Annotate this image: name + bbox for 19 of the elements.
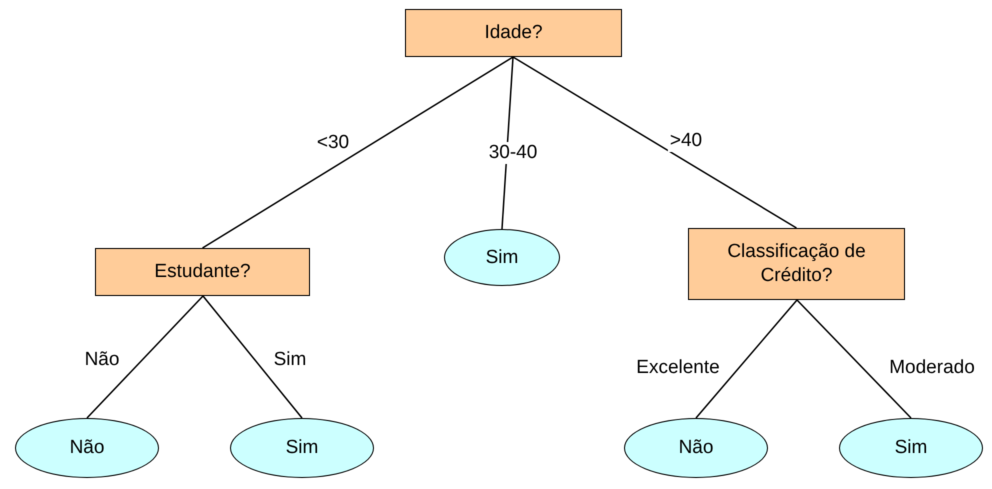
decision-box — [688, 228, 905, 300]
decision-box — [405, 9, 622, 57]
node-label: Classificação de Crédito? — [726, 240, 867, 288]
connector-line — [512, 56, 797, 229]
node-label: Estudante? — [154, 260, 251, 284]
node-label: Sim — [486, 246, 518, 270]
node-label: Sim — [286, 436, 318, 460]
connector-line — [86, 295, 204, 419]
decision-box — [95, 248, 310, 296]
node-label: Não — [678, 436, 714, 460]
connector-line — [202, 56, 514, 249]
connector-line — [695, 300, 798, 418]
node-label: Sim — [894, 436, 928, 460]
connector-line — [796, 299, 912, 419]
node-label: Não — [70, 436, 104, 460]
edge-label: >40 — [668, 130, 704, 152]
node-label: Idade? — [484, 21, 543, 45]
connector-line — [202, 296, 303, 418]
edge-label: 30-40 — [486, 142, 540, 164]
